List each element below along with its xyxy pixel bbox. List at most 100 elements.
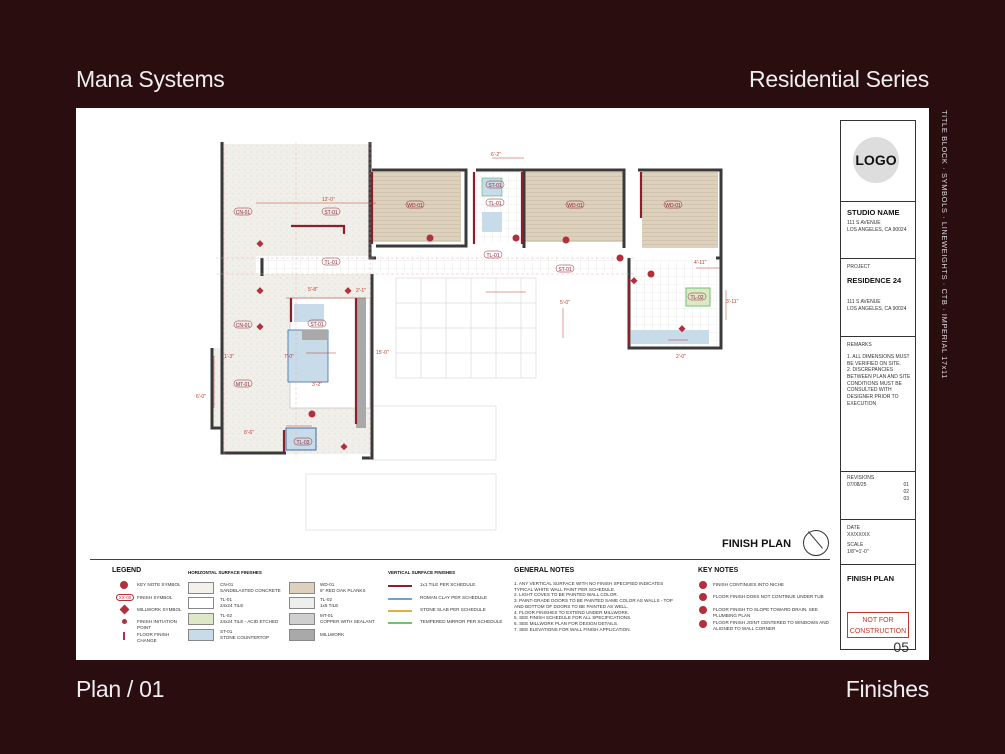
- dim-9: 2'-0": [676, 354, 686, 360]
- not-for-construction-stamp: NOT FOR CONSTRUCTION: [847, 612, 909, 638]
- north-arrow-icon: [803, 530, 829, 556]
- legend-symbol-4: FINISH INITIATION POINT: [137, 619, 177, 630]
- finish-desc: 5" RED OAK PLANKS: [320, 587, 366, 593]
- dim-8: 6'-0": [196, 394, 206, 400]
- key-note-4: FLOOR FINISH JOINT CENTERED TO WINDOWS A…: [713, 620, 829, 631]
- studio-address-2: LOS ANGELES, CA 90024: [847, 227, 907, 233]
- dim-7: 3'-11": [726, 299, 739, 305]
- finish-desc: COPPER WITH SEALANT: [320, 618, 375, 624]
- key-note-1: FINISH CONTINUES INTO NICHE: [713, 582, 785, 587]
- tag-wd01-a: WD-01: [407, 203, 423, 209]
- general-note-5: 5. SEE FINISH SCHEDULE FOR ALL SPECIFICA…: [514, 615, 632, 621]
- sheet-number: 05: [893, 639, 909, 655]
- studio-name: STUDIO NAME: [847, 208, 900, 217]
- general-notes-list: 1. ANY VERTICAL SURFACE WITH NO FINISH S…: [514, 581, 674, 633]
- finish-code: WD-01: [320, 582, 335, 587]
- legend-symbol-3: MILLWORK SYMBOL: [137, 607, 182, 612]
- hallway-floor: [256, 256, 616, 274]
- dim-3: 5'-8": [308, 287, 318, 293]
- dim-13: 15'-0": [376, 350, 389, 356]
- vertical-finish-4: TEMPERED MIRROR PER SCHEDULE: [420, 619, 503, 624]
- dim-5: 4'-11": [694, 260, 707, 266]
- project-address-1: 111 S AVENUE: [847, 299, 881, 305]
- bedroom-2-floor: [524, 172, 624, 242]
- scale-value: 1/8"=1'-0": [847, 549, 869, 555]
- vertical-finish-2: ROMAN CLAY PER SCHEDULE: [420, 595, 487, 600]
- key-note-2-icon: [699, 593, 707, 601]
- dim-11: 7'-0": [284, 354, 294, 360]
- millwork-symbol-icon: [119, 604, 130, 615]
- general-note-1: 1. ANY VERTICAL SURFACE WITH NO FINISH S…: [514, 581, 664, 592]
- tag-st01-c: ST-01: [558, 267, 572, 273]
- key-note-1-icon: [699, 581, 707, 589]
- vertical-finishes-title: VERTICAL SURFACE FINISHES: [388, 570, 456, 575]
- swatch-tl02: [188, 613, 214, 625]
- series-brand: Mana Systems: [76, 66, 225, 92]
- legend-title: LEGEND: [112, 567, 142, 574]
- series-name: Residential Series: [749, 66, 929, 92]
- dim-6: 5'-0": [560, 300, 570, 306]
- tag-cn01-a: CN-01: [236, 210, 251, 216]
- legend-divider: [90, 559, 830, 560]
- line-1x1-tile: [388, 585, 412, 587]
- line-tempered-mirror: [388, 622, 412, 624]
- legend-symbol-2: FINISH SYMBOL: [137, 595, 173, 600]
- key-note-2: FLOOR FINISH DOES NOT CONTINUE UNDER TUB: [713, 594, 824, 599]
- bedroom-3-floor: [642, 172, 718, 248]
- finish-desc: 1x5 TILE: [320, 602, 339, 608]
- tag-cn01-b: CN-01: [236, 323, 251, 329]
- general-notes-title: GENERAL NOTES: [514, 567, 575, 574]
- tag-tl03: TL-03: [296, 440, 309, 446]
- dim-14: 8'-6": [244, 430, 254, 436]
- swatch-mt01: [289, 613, 315, 625]
- tag-st01-a: ST-01: [488, 183, 502, 189]
- initiation-point-icon: [122, 619, 127, 624]
- title-block: LOGO STUDIO NAME 111 S AVENUE LOS ANGELE…: [840, 120, 916, 655]
- dim-12: 3'-2": [312, 382, 322, 388]
- swatch-wd01: [289, 582, 315, 594]
- tag-tl01-c: TL-01: [486, 253, 499, 259]
- key-notes-title: KEY NOTES: [698, 567, 739, 574]
- finish-desc: STONE COUNTERTOP: [220, 634, 270, 640]
- tag-mt01: MT-01: [236, 382, 250, 388]
- swatch-tl01: [188, 597, 214, 609]
- general-note-2: 2. LIGHT COVES TO BE PAINTED WALL COLOR.: [514, 592, 618, 598]
- finish-code: TL-02: [320, 597, 333, 602]
- line-roman-clay: [388, 598, 412, 600]
- finish-millwork: MILLWORK: [320, 632, 345, 637]
- remarks-label: REMARKS: [847, 342, 872, 348]
- tag-mt01-b: ST-01: [310, 322, 324, 328]
- sheet-topic: Finishes: [845, 676, 930, 702]
- scale-label: SCALE: [847, 542, 864, 548]
- tag-tl01-a: TL-01: [488, 201, 501, 207]
- bedroom-1-floor: [371, 172, 461, 242]
- key-note-3-icon: [699, 606, 707, 614]
- vertical-finish-3: STONE SLAB PER SCHEDULE: [420, 607, 486, 612]
- legend-symbol-5: FLOOR FINISH CHANGE: [137, 632, 170, 643]
- project-address-2: LOS ANGELES, CA 90024: [847, 306, 907, 312]
- remark-2: 2. DISCREPANCIES BETWEEN PLAN AND SITE C…: [847, 367, 911, 407]
- line-stone-slab: [388, 610, 412, 612]
- general-note-3: 3. PAINT-GRADE DOORS TO BE PAINTED SAME …: [514, 598, 673, 609]
- studio-logo: LOGO: [853, 137, 899, 183]
- swatch-cn01: [188, 582, 214, 594]
- tag-tl01-b: TL-01: [324, 260, 337, 266]
- sheet-title: FINISH PLAN: [847, 574, 895, 583]
- tag-st01-b: ST-01: [324, 210, 338, 216]
- finish-code: TL-02: [220, 613, 233, 618]
- floor-plan: CN-01 CN-01 MT-01 WD-01 WD-01 WD-01 ST-0…: [196, 142, 739, 531]
- project-label: PROJECT: [847, 264, 871, 270]
- plan-number: Plan / 01: [76, 676, 165, 702]
- general-note-6: 6. SEE MILLWORK PLAN FOR DESIGN DETAILS.: [514, 621, 619, 627]
- tag-wd01-b: WD-01: [567, 203, 583, 209]
- revision-2: 02: [903, 489, 909, 495]
- revisions-label: REVISIONS: [847, 475, 875, 481]
- horizontal-finishes-title: HORIZONTAL SURFACE FINISHES: [188, 570, 262, 575]
- vertical-finish-1: 1x1 TILE PER SCHEDULE: [420, 582, 476, 587]
- key-note-symbol-icon: [120, 581, 128, 589]
